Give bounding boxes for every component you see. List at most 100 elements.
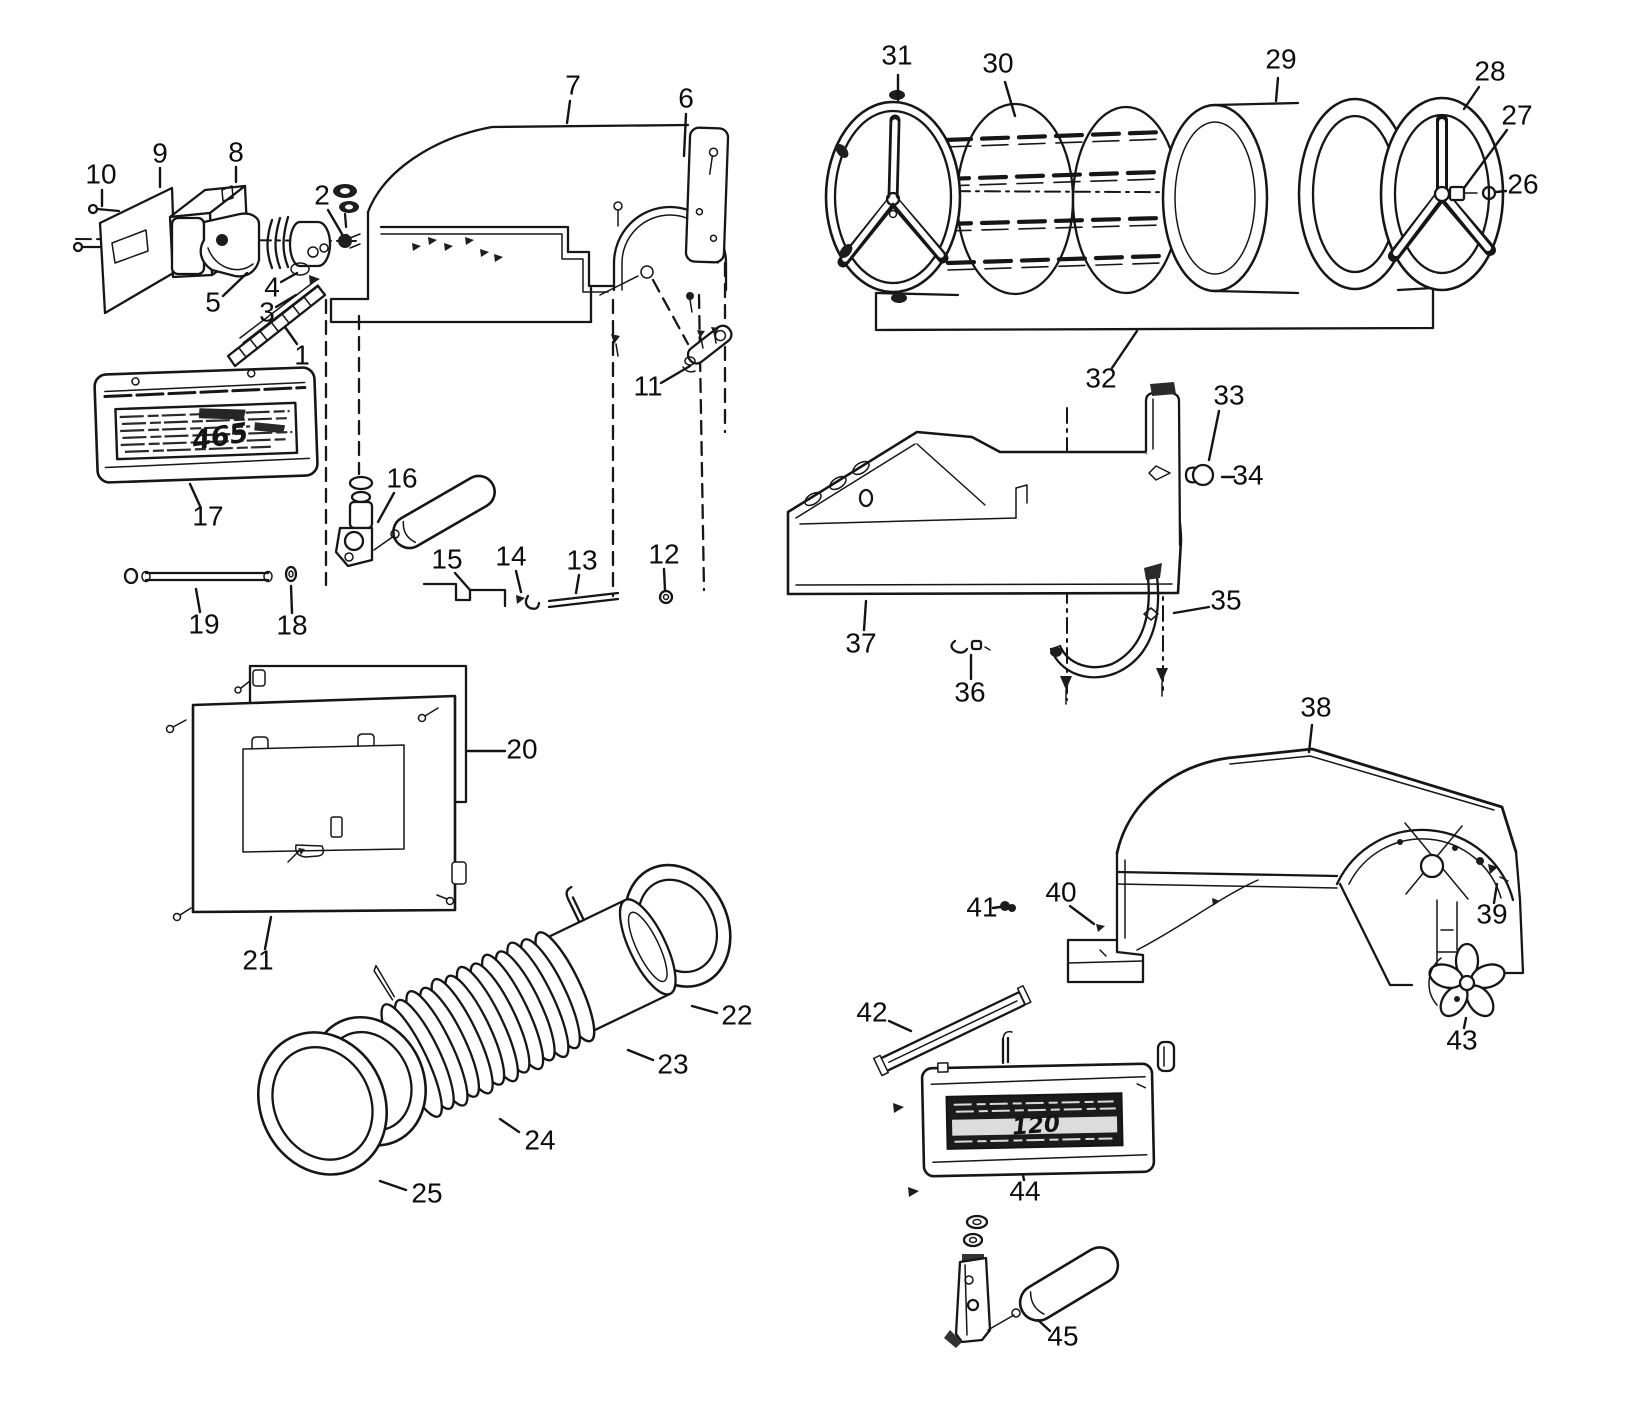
motor-assembly bbox=[72, 184, 359, 368]
part-leader-26 bbox=[1494, 189, 1508, 194]
part-label-26: 26 bbox=[1507, 168, 1538, 199]
part-leader-6 bbox=[682, 112, 688, 158]
part-leader-15 bbox=[453, 571, 472, 592]
support-rod bbox=[123, 565, 298, 585]
part-label-38: 38 bbox=[1300, 691, 1331, 722]
part-leader-12 bbox=[662, 567, 667, 592]
part-label-5: 5 bbox=[205, 286, 221, 317]
part-leader-23 bbox=[626, 1048, 655, 1062]
part-label-33: 33 bbox=[1213, 379, 1244, 410]
bolt-26 bbox=[1481, 185, 1497, 201]
end-panel bbox=[684, 126, 730, 264]
part-leader-16 bbox=[376, 491, 396, 524]
part-label-39: 39 bbox=[1476, 898, 1507, 929]
part-label-34: 34 bbox=[1232, 459, 1263, 490]
hose-assembly bbox=[256, 863, 732, 1176]
front-panel bbox=[165, 680, 467, 922]
part-label-12: 12 bbox=[648, 538, 679, 569]
trim-strip bbox=[872, 985, 1032, 1077]
part-leader-42 bbox=[887, 1019, 913, 1033]
panel-hardware bbox=[893, 1030, 1176, 1197]
label-plate-120: 120 bbox=[920, 1062, 1156, 1178]
part-label-2: 2 bbox=[314, 179, 330, 210]
part-leader-39 bbox=[1492, 882, 1499, 905]
part-leader-11 bbox=[659, 364, 692, 385]
part-label-25: 25 bbox=[411, 1177, 442, 1208]
drum-cage bbox=[929, 102, 1181, 296]
blower-cover bbox=[329, 123, 733, 373]
clips-39 bbox=[1476, 857, 1509, 882]
label-plate-465: 465 bbox=[93, 366, 319, 484]
part-leader-7 bbox=[565, 99, 572, 125]
part-leader-5 bbox=[221, 271, 249, 298]
part-label-7: 7 bbox=[565, 69, 581, 100]
part-leader-14 bbox=[514, 569, 523, 594]
part-label-41: 41 bbox=[966, 891, 997, 922]
thermostat-lower bbox=[944, 1214, 1120, 1348]
drum-assembly bbox=[824, 90, 1505, 332]
part-label-9: 9 bbox=[152, 137, 168, 168]
part-leader-25 bbox=[378, 1179, 408, 1192]
part-label-3: 3 bbox=[259, 296, 275, 327]
part-leader-40 bbox=[1068, 904, 1096, 926]
part-leader-21 bbox=[263, 915, 273, 951]
part-leader-28 bbox=[1462, 85, 1481, 111]
part-label-4: 4 bbox=[264, 271, 280, 302]
grille-hatching bbox=[238, 296, 312, 358]
part-label-11: 11 bbox=[633, 370, 662, 401]
part-label-16: 16 bbox=[386, 462, 417, 493]
hardware-row bbox=[422, 582, 674, 610]
part-label-13: 13 bbox=[566, 544, 597, 575]
part-leader-45 bbox=[1036, 1318, 1052, 1333]
part-leader-22 bbox=[690, 1004, 719, 1015]
part-label-30: 30 bbox=[982, 47, 1013, 78]
impeller-fan bbox=[1428, 942, 1506, 1018]
cabinet-cover bbox=[1000, 747, 1525, 1018]
part-label-20: 20 bbox=[506, 733, 537, 764]
part-leader-43 bbox=[1462, 1016, 1468, 1030]
mounting-bracket-11 bbox=[682, 324, 733, 373]
part-leader-44 bbox=[1021, 1173, 1026, 1182]
tub-bracket bbox=[1049, 563, 1162, 679]
part-leader-17 bbox=[188, 482, 202, 508]
part-leader-13 bbox=[574, 573, 581, 595]
part-labels-layer: 1234567891011121314151617181920212223242… bbox=[85, 39, 1538, 1351]
part-label-24: 24 bbox=[524, 1124, 555, 1155]
arch-interior bbox=[1397, 822, 1469, 975]
part-leader-32 bbox=[1110, 329, 1139, 370]
nut-41 bbox=[1000, 901, 1016, 912]
part-label-10: 10 bbox=[85, 158, 116, 189]
part-label-6: 6 bbox=[678, 82, 694, 113]
part-label-8: 8 bbox=[228, 136, 244, 167]
part-label-31: 31 bbox=[881, 39, 912, 70]
part-leader-33 bbox=[1207, 409, 1221, 462]
part-label-27: 27 bbox=[1501, 99, 1532, 130]
part-leader-27 bbox=[1462, 128, 1509, 190]
cap-34 bbox=[1191, 463, 1215, 487]
part-leader-18 bbox=[289, 584, 294, 615]
part-leader-29 bbox=[1274, 76, 1280, 103]
part-leader-30 bbox=[1003, 80, 1017, 118]
part-leader-4 bbox=[279, 271, 299, 284]
part-leader-2 bbox=[326, 208, 344, 236]
part-label-17: 17 bbox=[192, 500, 223, 531]
part-label-1: 1 bbox=[294, 339, 310, 370]
part-label-14: 14 bbox=[495, 540, 526, 571]
part-leader-35 bbox=[1172, 605, 1211, 615]
part-label-35: 35 bbox=[1210, 584, 1241, 615]
part-label-28: 28 bbox=[1474, 55, 1505, 86]
screw-40 bbox=[1096, 924, 1105, 932]
part-label-36: 36 bbox=[954, 676, 985, 707]
part-leader-38 bbox=[1307, 723, 1314, 754]
part-leader-3 bbox=[274, 293, 298, 309]
thermostat-upper bbox=[334, 474, 496, 568]
tub-base bbox=[786, 382, 1215, 705]
part-leader-1 bbox=[283, 325, 299, 346]
part-leader-19 bbox=[194, 587, 202, 614]
part-label-21: 21 bbox=[242, 944, 273, 975]
part-label-43: 43 bbox=[1446, 1024, 1477, 1055]
panel-44-text: 120 bbox=[1011, 1111, 1061, 1140]
drum-wheel-left bbox=[824, 90, 962, 303]
